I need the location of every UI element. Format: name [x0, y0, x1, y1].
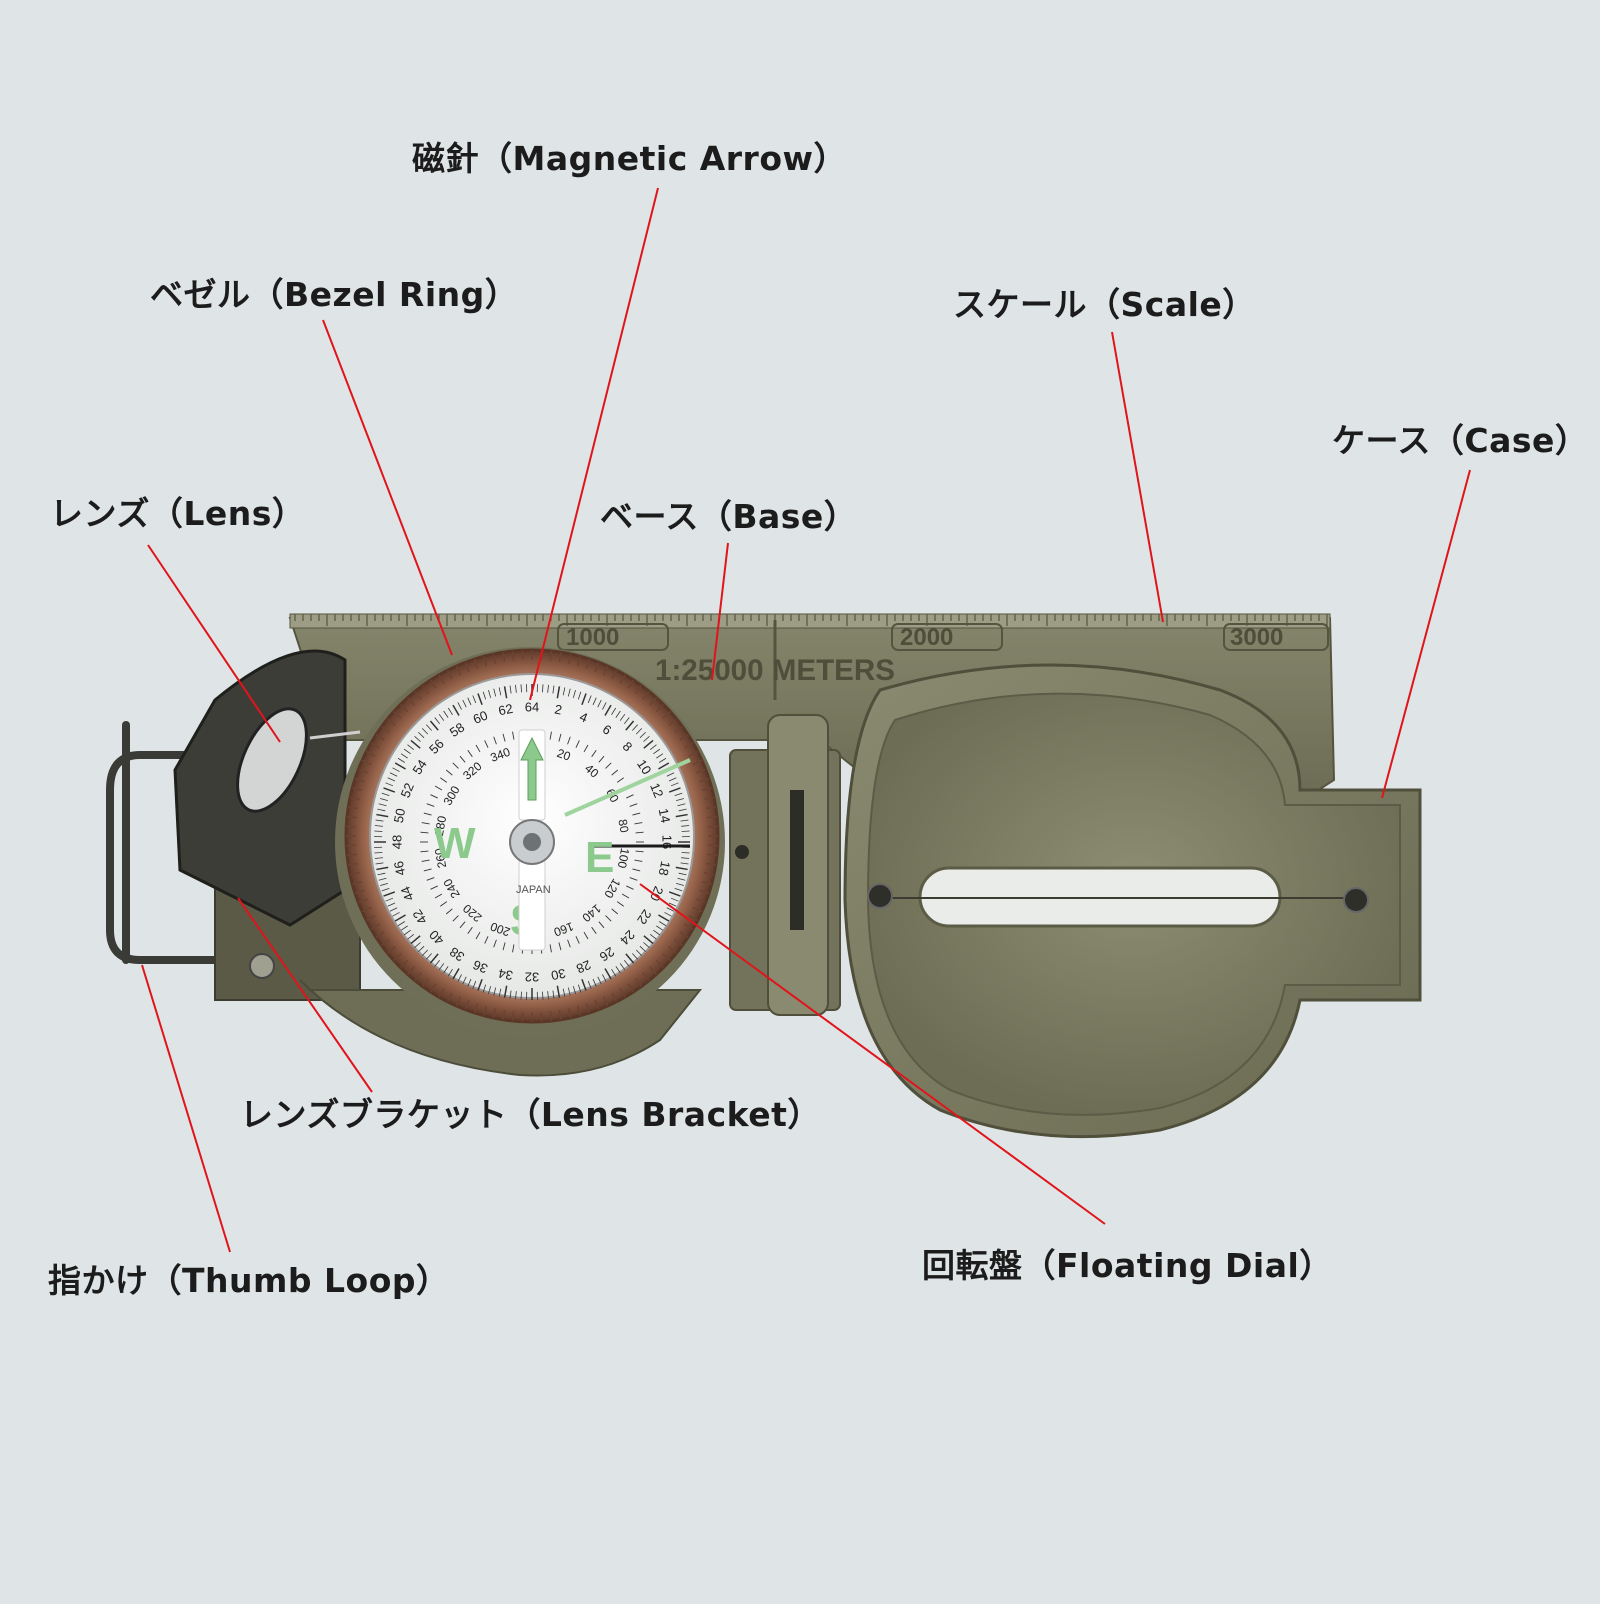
dial-tick	[374, 852, 382, 853]
dial-tick	[521, 992, 522, 1000]
knurl-tick	[541, 1012, 542, 1022]
knurl-tick	[347, 854, 357, 855]
dial-tick	[542, 992, 543, 1000]
label-base: ベース（Base）	[600, 500, 857, 533]
dial-tick	[521, 684, 522, 692]
dial-tick	[374, 831, 382, 832]
knurl-tick	[708, 826, 718, 827]
label-lens: レンズ（Lens）	[50, 497, 305, 530]
dial-tick	[682, 852, 690, 853]
leader-bezel-ring	[323, 320, 452, 655]
lens-plate	[175, 651, 360, 925]
label-case: ケース（Case）	[1332, 424, 1588, 457]
knurl-tick	[346, 826, 356, 827]
scale-mark-1000: 1000	[566, 624, 619, 651]
knurl-tick	[708, 845, 718, 846]
leader-thumb-loop	[142, 965, 230, 1252]
dial-mil-label: 62	[497, 701, 514, 719]
leader-scale	[1112, 332, 1163, 622]
dial-mil-label: 46	[391, 860, 409, 877]
dial-mil-label: 30	[550, 966, 567, 984]
label-scale: スケール（Scale）	[953, 288, 1256, 321]
knurl-tick	[707, 854, 717, 855]
knurl-tick	[522, 1012, 523, 1022]
maker-mark: JAPAN	[516, 884, 551, 896]
dial-mil-label: 48	[389, 835, 404, 849]
dial-mil-label: 14	[656, 807, 674, 824]
pivot-center	[523, 833, 541, 851]
knurl-tick	[346, 845, 356, 846]
label-thumb-loop: 指かけ（Thumb Loop）	[48, 1264, 450, 1297]
knurl-tick	[550, 651, 551, 661]
cardinal-w: W	[434, 819, 476, 868]
dial-mil-label: 18	[656, 860, 674, 877]
dial-mil-label: 50	[391, 807, 409, 824]
scale-text: 1:25000 METERS	[655, 654, 895, 687]
knurl-tick	[513, 1011, 514, 1021]
label-floating-dial: 回転盤（Floating Dial）	[922, 1249, 1333, 1282]
dial-mil-label: 34	[497, 966, 514, 984]
dial-mil-label: 64	[525, 699, 539, 714]
cardinal-e: E	[585, 833, 614, 882]
knurl-tick	[513, 651, 514, 661]
label-bezel-ring: ベゼル（Bezel Ring）	[150, 278, 518, 311]
hinge	[730, 715, 840, 1015]
knurl-tick	[707, 817, 717, 818]
dial-tick	[682, 831, 690, 832]
knurl-tick	[522, 650, 523, 660]
label-magnetic-arrow: 磁針（Magnetic Arrow）	[412, 142, 847, 175]
dial-mil-label: 32	[525, 970, 539, 985]
scale-mark-3000: 3000	[1230, 624, 1283, 651]
scale-mark-2000: 2000	[900, 624, 953, 651]
leader-case	[1382, 470, 1470, 798]
dial-tick	[542, 684, 543, 692]
knurl-tick	[347, 817, 357, 818]
label-lens-bracket: レンズブラケット（Lens Bracket）	[240, 1098, 821, 1131]
dial-degree-label: 80	[615, 818, 631, 834]
knurl-tick	[550, 1011, 551, 1021]
